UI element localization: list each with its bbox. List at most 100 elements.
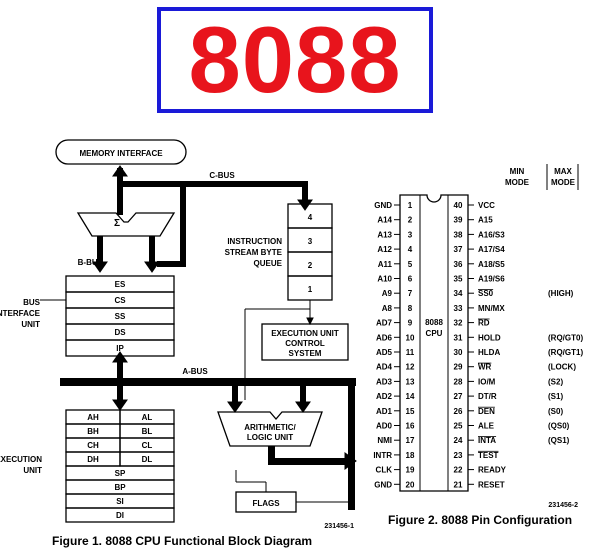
segment-register-label-ip: IP	[116, 344, 124, 353]
pin-11-name: AD5	[376, 348, 393, 357]
c-bus-label: C-BUS	[209, 171, 235, 180]
chip-label-line2: CPU	[426, 329, 443, 338]
pin-12-name: AD4	[376, 363, 393, 372]
abus-to-regs-arrow	[112, 399, 128, 411]
a-bus-label: A-BUS	[182, 367, 208, 376]
pin-5-name: A11	[378, 260, 393, 269]
pin-27-number: 27	[454, 392, 463, 401]
pin-13-name: AD3	[376, 377, 393, 386]
pin-1-name: GND	[374, 201, 392, 210]
pin-36-number: 36	[454, 260, 463, 269]
abus-to-alu-right-arrow	[295, 401, 311, 413]
memory-interface-label: MEMORY INTERFACE	[79, 149, 163, 158]
pin-28-name: IO/M	[478, 377, 496, 386]
pin-17-number: 17	[406, 436, 415, 445]
pin-34-max-mode: (HIGH)	[548, 289, 574, 298]
register-label-bp: BP	[114, 483, 126, 492]
queue-label-line2: STREAM BYTE	[225, 248, 283, 257]
chip-label-line1: 8088	[425, 318, 443, 327]
sigma-label: Σ	[114, 218, 120, 229]
eu-label-line1: EXECUTION	[0, 455, 42, 464]
b-bus-left-line	[97, 236, 103, 266]
pin-31-name: HOLD	[478, 333, 501, 342]
eu-label-line2: UNIT	[23, 466, 42, 475]
register-label-bl: BL	[142, 427, 153, 436]
pin-19-number: 19	[406, 466, 415, 475]
pin-26-max-mode: (S0)	[548, 407, 563, 416]
alu-label-line1: ARITHMETIC/	[244, 423, 296, 432]
pin-2-name: A14	[377, 216, 392, 225]
pin-38-name: A16/S3	[478, 230, 505, 239]
register-label-si: SI	[116, 497, 124, 506]
biu-to-abus-arrow	[112, 351, 128, 363]
register-label-dl: DL	[142, 455, 153, 464]
pin-6-number: 6	[408, 275, 413, 284]
c-bus-branch-line	[180, 181, 186, 267]
pin-33-number: 33	[454, 304, 463, 313]
pin-8-number: 8	[408, 304, 413, 313]
pin-30-number: 30	[454, 348, 463, 357]
title-box: 8088	[157, 7, 433, 113]
b-bus-right-line	[149, 236, 155, 266]
pin-4-name: A12	[377, 245, 392, 254]
pin-30-name: HLDA	[478, 348, 500, 357]
header-min-line1: MIN	[510, 167, 525, 176]
pin-1-number: 1	[408, 201, 413, 210]
pin-8-name: A8	[382, 304, 393, 313]
pin-10-name: AD6	[376, 333, 393, 342]
register-label-cl: CL	[142, 441, 153, 450]
pin-23-name: TEST	[478, 451, 499, 460]
pin-15-name: AD1	[376, 407, 393, 416]
main-title: 8088	[188, 7, 402, 112]
pin-config-ref: 231456-2	[548, 502, 578, 509]
flags-label: FLAGS	[252, 499, 280, 508]
biu-label-line3: UNIT	[21, 320, 40, 329]
right-bus-line	[348, 378, 355, 510]
register-label-ch: CH	[87, 441, 99, 450]
pin-34-number: 34	[454, 289, 463, 298]
c-bus-down-line	[302, 181, 308, 201]
register-di	[65, 507, 175, 523]
pin-25-number: 25	[454, 422, 463, 431]
abus-to-alu-left-line	[232, 386, 238, 404]
eu-control-line2: CONTROL	[285, 339, 325, 348]
pin-10-number: 10	[406, 333, 415, 342]
abus-to-alu-left-arrow	[227, 401, 243, 413]
pin-29-number: 29	[454, 363, 463, 372]
pin-16-name: AD0	[376, 422, 393, 431]
pin-35-name: A19/S6	[478, 275, 505, 284]
register-label-dh: DH	[87, 455, 99, 464]
abus-to-regs-line	[117, 386, 123, 404]
pin-7-name: A9	[382, 289, 393, 298]
pin-34-name: SS0	[478, 289, 494, 298]
pin-3-number: 3	[408, 230, 413, 239]
pin-20-number: 20	[406, 480, 415, 489]
pin-30-max-mode: (RQ/GT1)	[548, 348, 583, 357]
pin-27-name: DT/R	[478, 392, 497, 401]
pin-25-max-mode: (QS0)	[548, 422, 570, 431]
pin-22-name: READY	[478, 466, 507, 475]
queue-slot-label-4: 4	[308, 213, 313, 222]
pin-29-name: WR	[478, 363, 492, 372]
pin-config-caption: Figure 2. 8088 Pin Configuration	[388, 513, 573, 527]
eu-control-line3: SYSTEM	[289, 349, 322, 358]
register-label-ah: AH	[87, 413, 99, 422]
alu-output-right	[268, 458, 352, 465]
register-label-al: AL	[142, 413, 153, 422]
queue-slot-label-3: 3	[308, 237, 313, 246]
queue-slot-label-2: 2	[308, 261, 313, 270]
memory-bus-arrow	[112, 165, 128, 177]
pin-6-name: A10	[377, 275, 392, 284]
pin-3-name: A13	[377, 230, 392, 239]
header-min-line2: MODE	[505, 178, 530, 187]
register-label-di: DI	[116, 511, 124, 520]
pin-5-number: 5	[408, 260, 413, 269]
pin-37-name: A17/S4	[478, 245, 505, 254]
c-bus-down-arrow	[297, 199, 313, 211]
alu-label-line2: LOGIC UNIT	[247, 433, 293, 442]
pin-14-name: AD2	[376, 392, 393, 401]
segment-register-label-cs: CS	[114, 296, 126, 305]
segment-register-label-ds: DS	[114, 328, 126, 337]
register-label-sp: SP	[115, 469, 126, 478]
